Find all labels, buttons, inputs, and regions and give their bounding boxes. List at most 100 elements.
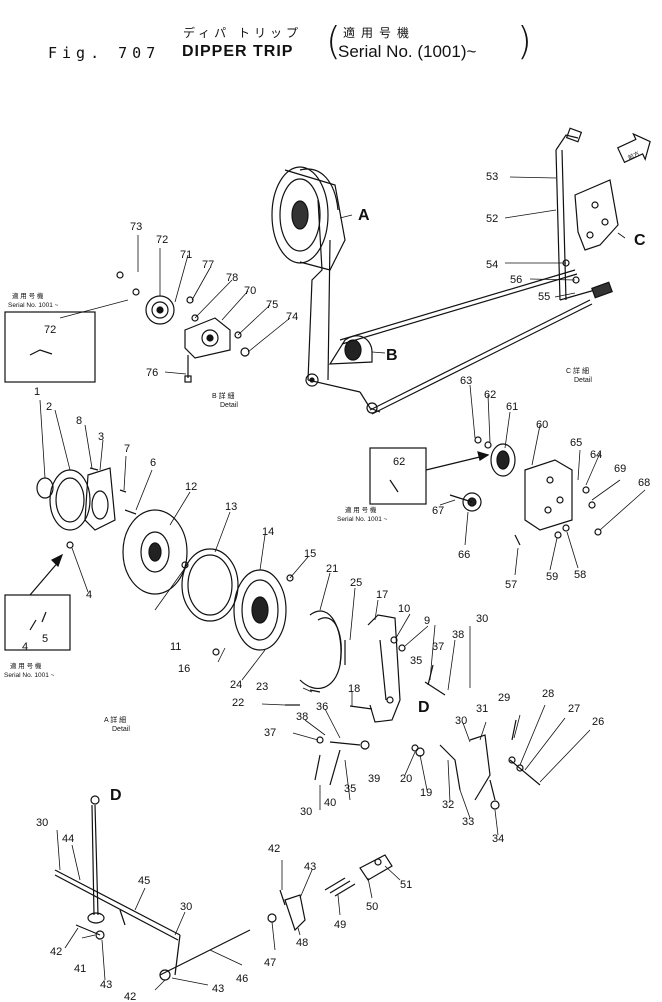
callout-71: 71 <box>180 249 192 261</box>
detail-b-drawing <box>116 271 250 383</box>
callout-42: 42 <box>268 843 280 855</box>
callout-63: 63 <box>460 375 472 387</box>
callout-2: 2 <box>46 401 52 413</box>
callout-6: 6 <box>150 457 156 469</box>
view-label-d: D <box>418 699 430 716</box>
inset-62-label: 62 <box>393 456 405 468</box>
callout-23: 23 <box>256 681 268 693</box>
callout-14: 14 <box>262 526 274 538</box>
callout-30-3: 30 <box>300 806 312 818</box>
linkage-d-drawing <box>54 795 393 981</box>
callout-38: 38 <box>452 629 464 641</box>
detail-a-en: Detail <box>112 726 130 733</box>
callout-18: 18 <box>348 683 360 695</box>
figure-number: Fig. 707 <box>48 44 161 62</box>
callout-34: 34 <box>492 833 504 845</box>
callout-43-2: 43 <box>100 979 112 991</box>
callout-42-3: 42 <box>124 991 136 1002</box>
callout-53: 53 <box>486 171 498 183</box>
callout-numbers: 1234678910111213141516171819202122232425… <box>34 171 650 1002</box>
callout-37: 37 <box>432 641 444 653</box>
serial-note-en-2: Serial No. 1001 ~ <box>337 516 388 523</box>
callout-70: 70 <box>244 285 256 297</box>
callout-30: 30 <box>476 613 488 625</box>
callout-42-2: 42 <box>50 946 62 958</box>
callout-24: 24 <box>230 679 242 691</box>
callout-57: 57 <box>505 579 517 591</box>
callout-45: 45 <box>138 875 150 887</box>
callout-22: 22 <box>232 697 244 709</box>
serial-note-en-3: Serial No. 1001 ~ <box>4 672 55 679</box>
callout-59: 59 <box>546 571 558 583</box>
serial-note-jp-3: 適 用 号 機 <box>10 661 42 670</box>
serial-note-en-1: Serial No. 1001 ~ <box>8 302 59 309</box>
callout-38-2: 38 <box>296 711 308 723</box>
callout-64: 64 <box>590 449 602 461</box>
callout-46: 46 <box>236 973 248 985</box>
view-labels: A B C D D 前方 <box>110 149 646 804</box>
callout-36: 36 <box>316 701 328 713</box>
inset-box-72 <box>4 311 96 383</box>
callout-77: 77 <box>202 259 214 271</box>
callout-1: 1 <box>34 386 40 398</box>
callout-76: 76 <box>146 367 158 379</box>
callout-58: 58 <box>574 569 586 581</box>
detail-b-en: Detail <box>220 402 238 409</box>
callout-21: 21 <box>326 563 338 575</box>
arrow-box-label: 前方 <box>627 149 641 161</box>
callout-43: 43 <box>304 861 316 873</box>
callout-13: 13 <box>225 501 237 513</box>
view-label-b: B <box>386 347 398 364</box>
callout-20: 20 <box>400 773 412 785</box>
callout-39: 39 <box>368 773 380 785</box>
callout-48: 48 <box>296 937 308 949</box>
inset-5-label: 5 <box>42 633 48 645</box>
inset-72-label: 72 <box>44 324 56 336</box>
callout-47: 47 <box>264 957 276 969</box>
title-japanese: ディパ トリップ <box>183 26 302 40</box>
detail-a-jp: A 詳 細 <box>104 715 126 724</box>
detail-a-drawing <box>36 467 541 810</box>
serial-note-jp-1: 適 用 号 機 <box>12 291 44 300</box>
detail-c-en: Detail <box>574 377 592 384</box>
callout-66: 66 <box>458 549 470 561</box>
callout-56: 56 <box>510 274 522 286</box>
callout-30-4: 30 <box>36 817 48 829</box>
callout-30-2: 30 <box>455 715 467 727</box>
inset-box-62 <box>369 447 427 505</box>
open-paren: ( <box>326 19 341 63</box>
upper-frame-assembly <box>271 127 651 415</box>
callout-31: 31 <box>476 703 488 715</box>
serial-notes: 適 用 号 機 Serial No. 1001 ~ 適 用 号 機 Serial… <box>4 291 388 679</box>
callout-11: 11 <box>170 641 181 653</box>
callout-16: 16 <box>178 663 190 675</box>
callout-32: 32 <box>442 799 454 811</box>
callout-9: 9 <box>424 615 430 627</box>
serial-range: Serial No. (1001)~ <box>338 42 477 61</box>
view-label-c: C <box>634 232 646 249</box>
callout-49: 49 <box>334 919 346 931</box>
callout-35: 35 <box>410 655 422 667</box>
callout-72: 72 <box>156 234 168 246</box>
callout-78: 78 <box>226 272 238 284</box>
callout-55: 55 <box>538 291 550 303</box>
callout-74: 74 <box>286 311 298 323</box>
callout-3: 3 <box>98 431 104 443</box>
callout-75: 75 <box>266 299 278 311</box>
callout-15: 15 <box>304 548 316 560</box>
callout-73: 73 <box>130 221 142 233</box>
view-label-a: A <box>358 207 370 224</box>
callout-60: 60 <box>536 419 548 431</box>
detail-labels: B 詳 細 Detail C 詳 細 Detail A 詳 細 Detail <box>104 366 592 733</box>
callout-30-5: 30 <box>180 901 192 913</box>
callout-17: 17 <box>376 589 388 601</box>
callout-54: 54 <box>486 259 498 271</box>
callout-68: 68 <box>638 477 650 489</box>
callout-37-2: 37 <box>264 727 276 739</box>
callout-67: 67 <box>432 505 444 517</box>
inset-box-45 <box>4 594 71 651</box>
figure-title: DIPPER TRIP <box>182 43 294 60</box>
callout-65: 65 <box>570 437 582 449</box>
